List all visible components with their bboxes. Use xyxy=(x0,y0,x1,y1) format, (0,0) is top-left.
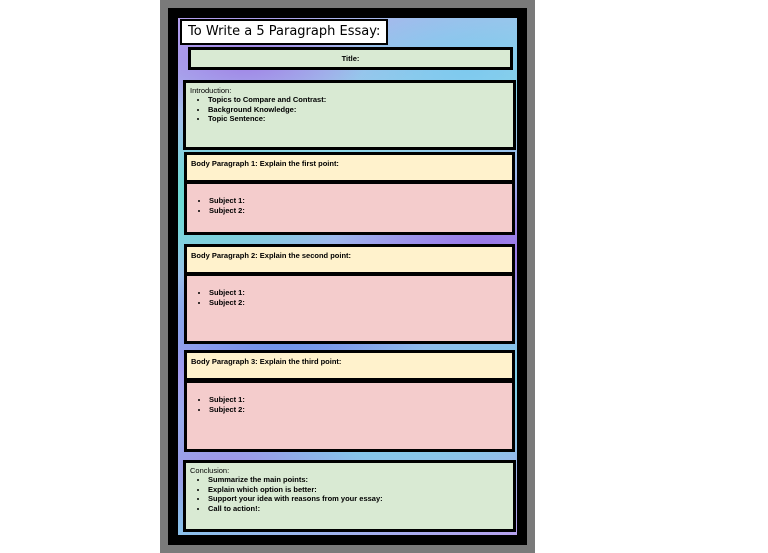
title-label: Title: xyxy=(341,54,360,63)
conclusion-list: Summarize the main points: Explain which… xyxy=(190,475,509,513)
document-heading: To Write a 5 Paragraph Essay: xyxy=(180,19,389,45)
list-item: Subject 2: xyxy=(209,405,508,415)
list-item: Subject 2: xyxy=(209,206,508,216)
list-item: Explain which option is better: xyxy=(208,485,509,495)
list-item: Topic Sentence: xyxy=(208,114,509,124)
list-item: Subject 2: xyxy=(209,298,508,308)
body-paragraph-2-heading: Body Paragraph 2: Explain the second poi… xyxy=(191,251,352,260)
introduction-list: Topics to Compare and Contrast: Backgrou… xyxy=(190,95,509,124)
introduction-box[interactable]: Introduction: Topics to Compare and Cont… xyxy=(183,80,516,150)
document-content: To Write a 5 Paragraph Essay: Title: Int… xyxy=(160,0,535,553)
introduction-label: Introduction: xyxy=(190,86,232,95)
conclusion-box[interactable]: Conclusion: Summarize the main points: E… xyxy=(183,460,516,532)
body-paragraph-2-heading-box[interactable]: Body Paragraph 2: Explain the second poi… xyxy=(184,244,515,275)
body-paragraph-1-heading-box[interactable]: Body Paragraph 1: Explain the first poin… xyxy=(184,152,515,183)
body-paragraph-2-list: Subject 1: Subject 2: xyxy=(191,288,508,307)
body-paragraph-3-heading-box[interactable]: Body Paragraph 3: Explain the third poin… xyxy=(184,350,515,381)
list-item: Call to action!: xyxy=(208,504,509,514)
body-paragraph-1-list: Subject 1: Subject 2: xyxy=(191,196,508,215)
list-item: Topics to Compare and Contrast: xyxy=(208,95,509,105)
body-paragraph-3-notes-box[interactable]: Subject 1: Subject 2: xyxy=(184,380,515,452)
body-paragraph-1-heading: Body Paragraph 1: Explain the first poin… xyxy=(191,159,339,168)
document-page: To Write a 5 Paragraph Essay: Title: Int… xyxy=(178,18,517,535)
body-paragraph-3-heading: Body Paragraph 3: Explain the third poin… xyxy=(191,357,342,366)
list-item: Subject 1: xyxy=(209,395,508,405)
list-item: Summarize the main points: xyxy=(208,475,509,485)
conclusion-label: Conclusion: xyxy=(190,466,230,475)
body-paragraph-1-notes-box[interactable]: Subject 1: Subject 2: xyxy=(184,181,515,235)
list-item: Subject 1: xyxy=(209,288,508,298)
list-item: Background Knowledge: xyxy=(208,105,509,115)
body-paragraph-3-list: Subject 1: Subject 2: xyxy=(191,395,508,414)
list-item: Support your idea with reasons from your… xyxy=(208,494,509,504)
list-item: Subject 1: xyxy=(209,196,508,206)
title-box[interactable]: Title: xyxy=(188,47,513,70)
body-paragraph-2-notes-box[interactable]: Subject 1: Subject 2: xyxy=(184,273,515,344)
